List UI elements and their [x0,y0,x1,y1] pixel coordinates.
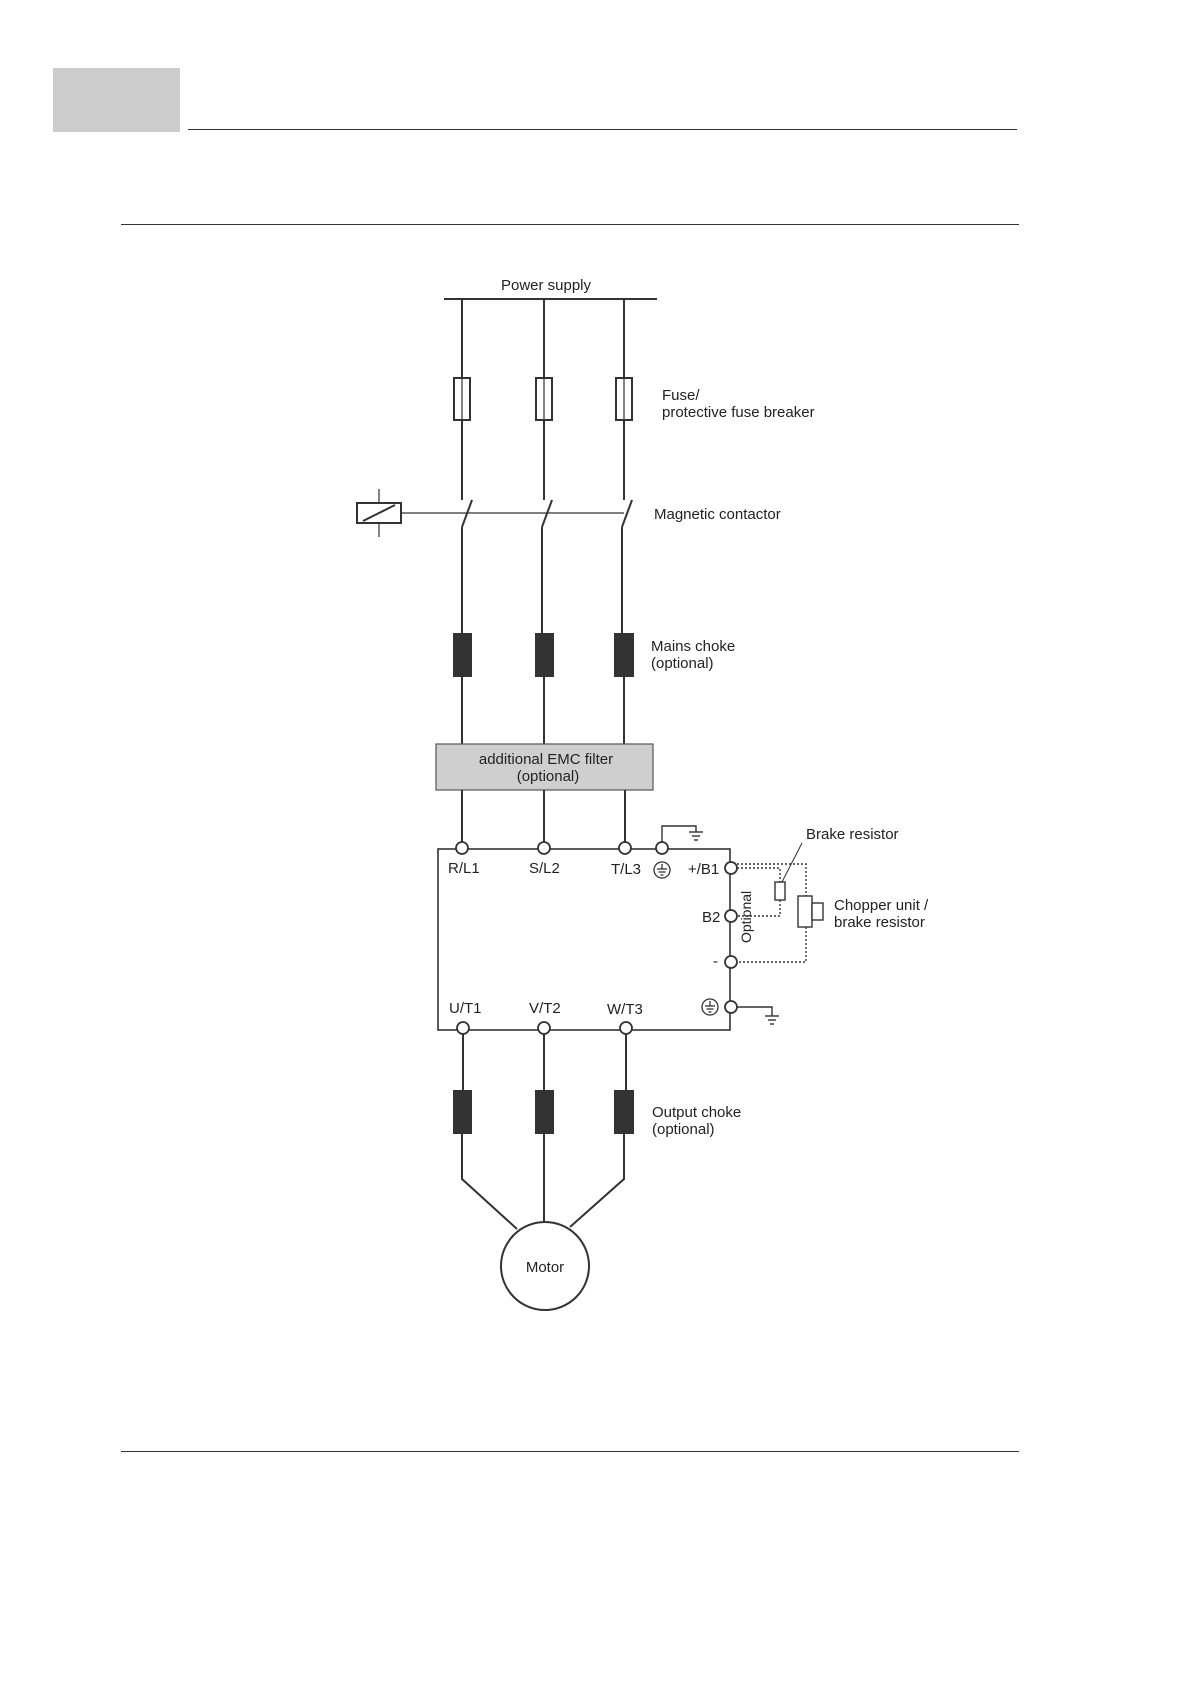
optional-vertical-label: Optional [738,891,754,943]
protective-earth-icon [654,862,718,1015]
ground-symbol-icon [689,832,703,840]
chopper-unit-icon [798,896,823,927]
input-terminal-icon [456,842,668,854]
mains-choke-icon [453,633,634,677]
brake-resistor-label: Brake resistor [806,826,899,843]
chopper-label: Chopper unit / [834,897,929,914]
output-choke-icon [453,1090,634,1134]
terminal-b2-label: B2 [702,909,720,926]
dc-terminal-icon [725,862,737,1013]
emc-filter-label: additional EMC filter [479,751,613,768]
power-supply-label: Power supply [501,277,592,294]
mains-choke-label: Mains choke [651,638,735,655]
terminal-minus-label: - [713,953,718,970]
terminal-r-label: R/L1 [448,860,480,877]
wiring-diagram: Power supply Fuse/ protective fuse break… [0,0,1100,1563]
contactor-coil-icon [357,489,624,537]
terminal-b1-label: +/B1 [688,861,719,878]
drive-enclosure [438,849,730,1030]
terminal-u-label: U/T1 [449,1000,482,1017]
contactor-label: Magnetic contactor [654,506,781,523]
output-terminal-icon [457,1022,632,1034]
brake-resistor-icon [775,882,785,900]
mains-choke-label-line2: (optional) [651,655,714,672]
motor-label: Motor [526,1259,564,1276]
terminal-t-label: T/L3 [611,861,641,878]
terminal-w-label: W/T3 [607,1001,643,1018]
terminal-s-label: S/L2 [529,860,560,877]
fuse-label: Fuse/ [662,387,700,404]
emc-filter-label-line2: (optional) [517,768,580,785]
fuse-icon [454,378,632,420]
fuse-label-line2: protective fuse breaker [662,404,815,421]
terminal-v-label: V/T2 [529,1000,561,1017]
chopper-label-line2: brake resistor [834,914,925,931]
output-choke-label-line2: (optional) [652,1121,715,1138]
output-choke-label: Output choke [652,1104,741,1121]
